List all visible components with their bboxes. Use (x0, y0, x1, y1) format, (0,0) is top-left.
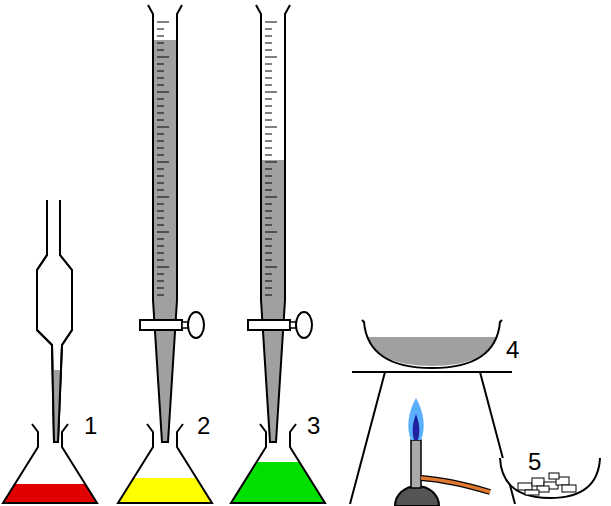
graduation-tick (157, 204, 164, 205)
graduation-tick (265, 169, 272, 170)
graduation-tick (157, 246, 164, 247)
graduation-tick (157, 50, 164, 51)
graduation-tick (265, 78, 272, 79)
graduation-tick (157, 57, 169, 58)
graduation-tick (157, 260, 164, 261)
graduation-tick (265, 253, 272, 254)
graduation-tick (157, 225, 164, 226)
graduation-tick (157, 99, 164, 100)
graduation-tick (157, 29, 164, 30)
graduation-tick (157, 85, 164, 86)
graduation-tick (265, 155, 272, 156)
graduation-tick (265, 239, 272, 240)
graduation-tick (157, 148, 164, 149)
callout-number: 2 (197, 414, 210, 438)
graduation-tick (157, 36, 164, 37)
graduation-tick (265, 162, 277, 163)
pipette (37, 200, 72, 442)
graduation-tick (157, 253, 164, 254)
tripod (350, 372, 515, 504)
graduation-tick (265, 260, 272, 261)
graduation-tick (265, 127, 277, 128)
graduation-tick (265, 267, 277, 268)
graduation-tick (157, 127, 169, 128)
bunsen-burner (395, 398, 490, 506)
graduation-tick (157, 169, 164, 170)
graduation-tick (265, 29, 272, 30)
burette (248, 5, 312, 442)
graduation-tick (265, 85, 272, 86)
crystal-dish (500, 458, 600, 498)
graduation-tick (157, 267, 169, 268)
callout-number: 3 (307, 414, 320, 438)
graduation-tick (265, 43, 272, 44)
graduation-tick (265, 197, 277, 198)
graduation-tick (157, 190, 164, 191)
graduation-tick (265, 148, 272, 149)
graduation-tick (265, 211, 272, 212)
burette (140, 5, 204, 442)
graduation-tick (157, 22, 169, 23)
graduation-tick (157, 274, 164, 275)
graduation-tick (157, 92, 169, 93)
graduation-tick (157, 78, 164, 79)
graduation-tick (265, 106, 272, 107)
graduation-tick (265, 57, 277, 58)
graduation-tick (265, 134, 272, 135)
graduation-tick (265, 71, 272, 72)
graduation-tick (265, 22, 277, 23)
graduation-tick (265, 246, 272, 247)
graduation-tick (265, 288, 272, 289)
graduation-tick (157, 162, 169, 163)
graduation-tick (265, 183, 272, 184)
graduation-tick (265, 232, 277, 233)
graduation-tick (265, 204, 272, 205)
graduation-tick (265, 218, 272, 219)
evaporating-dish (362, 320, 502, 368)
graduation-tick (157, 239, 164, 240)
graduation-tick (265, 281, 272, 282)
graduation-tick (265, 99, 272, 100)
graduation-tick (157, 288, 164, 289)
graduation-tick (157, 106, 164, 107)
graduation-tick (265, 113, 272, 114)
graduation-tick (157, 218, 164, 219)
graduation-tick (157, 197, 169, 198)
graduation-tick (265, 274, 272, 275)
graduation-tick (265, 50, 272, 51)
graduation-tick (265, 190, 272, 191)
graduation-tick (157, 141, 164, 142)
callout-number: 4 (506, 338, 519, 362)
graduation-tick (265, 120, 272, 121)
graduation-tick (265, 64, 272, 65)
graduation-tick (157, 120, 164, 121)
graduation-tick (265, 176, 272, 177)
graduation-tick (157, 232, 169, 233)
graduation-tick (157, 71, 164, 72)
graduation-tick (265, 225, 272, 226)
callout-number: 1 (84, 414, 97, 438)
graduation-tick (157, 155, 164, 156)
graduation-tick (265, 141, 272, 142)
graduation-tick (265, 36, 272, 37)
graduation-tick (157, 281, 164, 282)
graduation-tick (157, 295, 164, 296)
graduation-tick (157, 64, 164, 65)
graduation-tick (157, 134, 164, 135)
callout-number: 5 (528, 450, 541, 474)
graduation-tick (157, 176, 164, 177)
graduation-tick (157, 183, 164, 184)
graduation-tick (157, 211, 164, 212)
graduation-tick (157, 113, 164, 114)
graduation-tick (265, 295, 272, 296)
graduation-tick (265, 92, 277, 93)
graduation-tick (157, 43, 164, 44)
